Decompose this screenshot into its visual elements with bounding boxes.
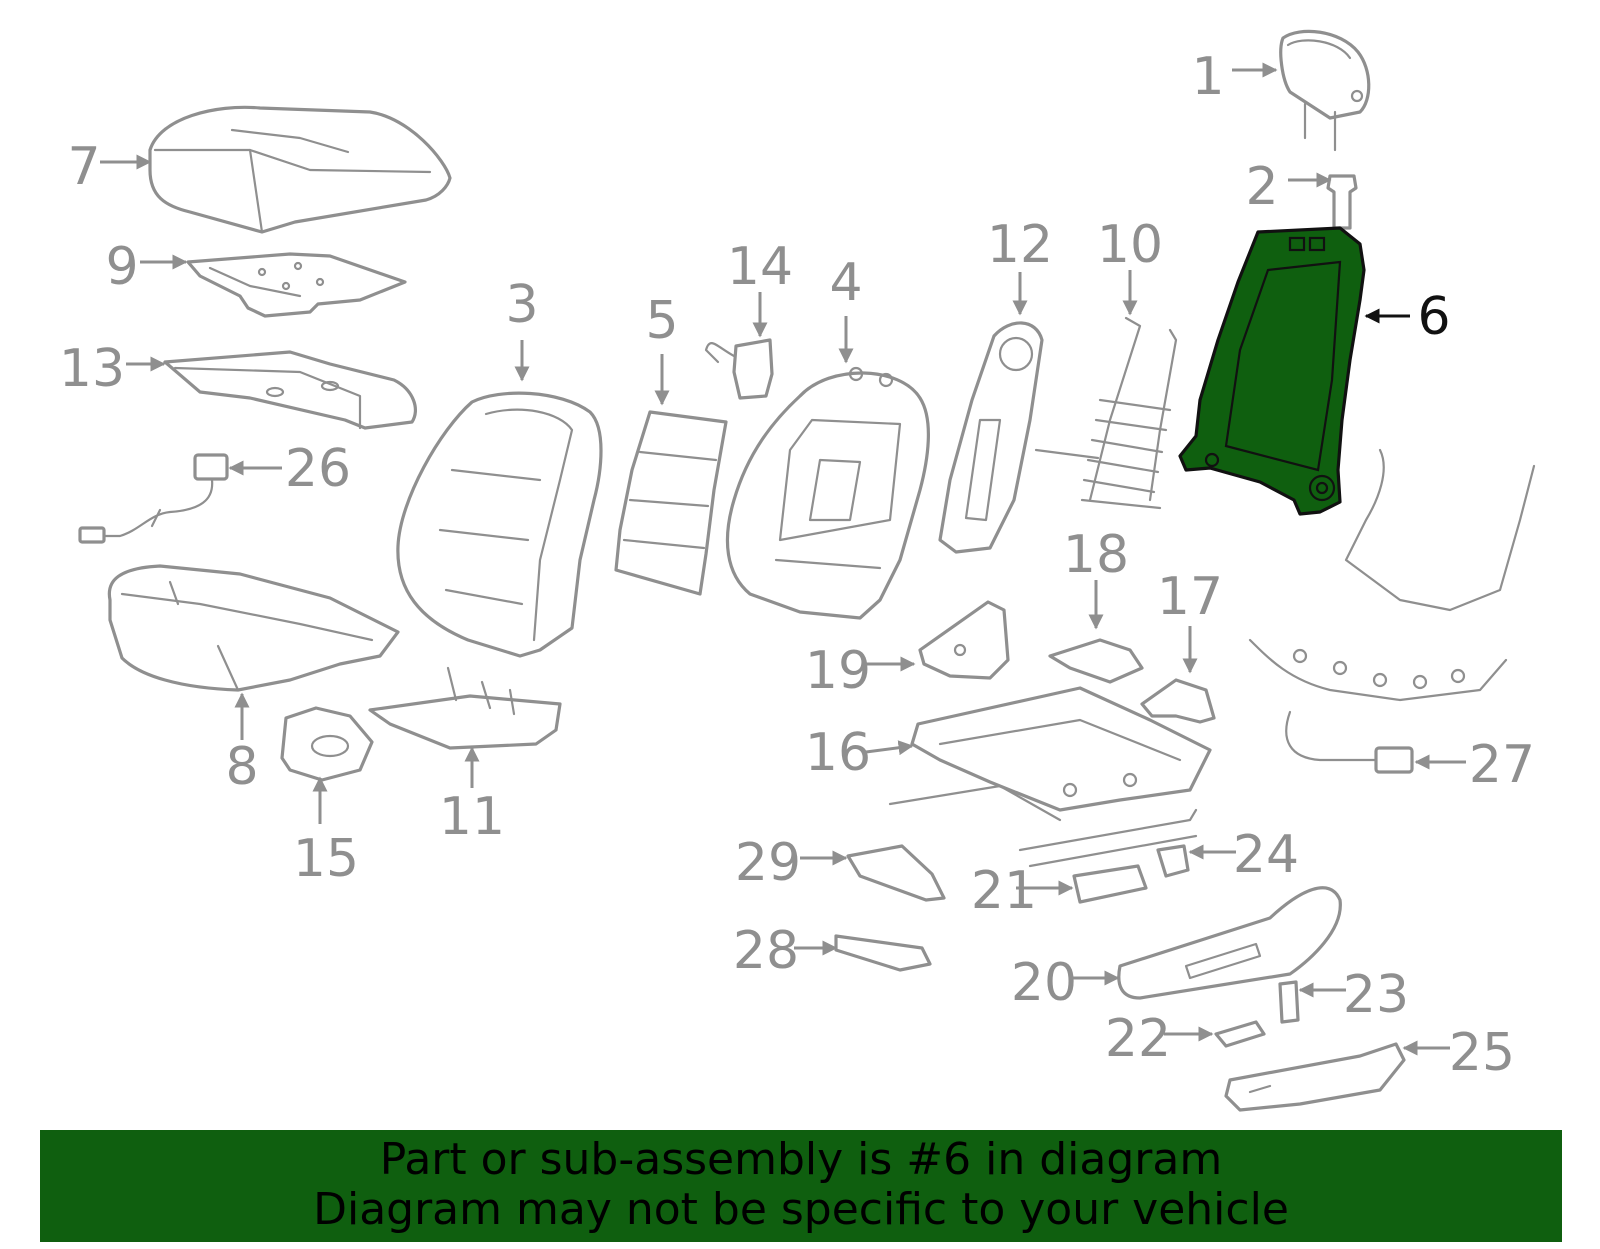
part-6-seatback-frame[interactable]: [1178, 226, 1366, 516]
callout-26[interactable]: 26: [285, 439, 351, 499]
part-24-knob[interactable]: [1156, 844, 1190, 878]
callout-16[interactable]: 16: [805, 723, 871, 783]
callout-27[interactable]: 27: [1469, 735, 1535, 795]
part-15-motor[interactable]: [280, 706, 374, 782]
callout-10[interactable]: 10: [1097, 215, 1163, 275]
part-13-cushion-frame[interactable]: [163, 350, 417, 430]
part-29-switch[interactable]: [846, 844, 946, 902]
callout-3[interactable]: 3: [505, 275, 538, 335]
part-5-heater-mat[interactable]: [614, 410, 728, 596]
callout-23[interactable]: 23: [1343, 965, 1409, 1025]
part-25-lower-shield[interactable]: [1224, 1042, 1406, 1112]
callout-18[interactable]: 18: [1063, 525, 1129, 585]
callout-9[interactable]: 9: [105, 237, 138, 297]
callout-6[interactable]: 6: [1417, 287, 1450, 347]
part-23-knob[interactable]: [1278, 980, 1300, 1024]
callout-4[interactable]: 4: [829, 253, 862, 313]
part-18-bracket[interactable]: [1048, 638, 1144, 684]
callout-17[interactable]: 17: [1157, 567, 1223, 627]
callout-28[interactable]: 28: [733, 921, 799, 981]
part-11-mounting-plate[interactable]: [368, 666, 562, 750]
callout-labels: 1 2 3 4 5 6 7 8 9 10 11 12 13 14 15 16 1…: [59, 47, 1535, 1083]
part-8-cushion-cover[interactable]: [107, 564, 400, 692]
part-20-side-shield[interactable]: [1117, 886, 1342, 1000]
callout-29[interactable]: 29: [735, 833, 801, 893]
callout-21[interactable]: 21: [971, 861, 1037, 921]
callout-25[interactable]: 25: [1449, 1023, 1515, 1083]
part-21-switch[interactable]: [1072, 864, 1148, 904]
callout-24[interactable]: 24: [1233, 825, 1299, 885]
callout-8[interactable]: 8: [225, 737, 258, 797]
part-16-seat-adjuster[interactable]: [888, 686, 1212, 868]
part-2-guide-pin[interactable]: [1326, 174, 1358, 230]
part-22-knob[interactable]: [1214, 1020, 1266, 1048]
callout-19[interactable]: 19: [805, 641, 871, 701]
part-28-switch-bezel[interactable]: [834, 934, 932, 972]
callout-12[interactable]: 12: [987, 215, 1053, 275]
part-7-cushion-pad[interactable]: [148, 105, 452, 234]
part-9-cushion-plate[interactable]: [186, 252, 407, 318]
banner-disclaimer-line: Diagram may not be specific to your vehi…: [313, 1184, 1289, 1235]
callout-22[interactable]: 22: [1105, 1009, 1171, 1069]
leader-lines: [100, 62, 1466, 1056]
banner-part-line: Part or sub-assembly is #6 in diagram: [379, 1134, 1223, 1185]
part-3-seatback-cover[interactable]: [396, 391, 603, 658]
callout-5[interactable]: 5: [645, 291, 678, 351]
callout-7[interactable]: 7: [67, 137, 100, 197]
info-banner: Part or sub-assembly is #6 in diagram Di…: [40, 1130, 1562, 1242]
callout-2[interactable]: 2: [1245, 157, 1278, 217]
part-27-seatback-harness[interactable]: [1248, 448, 1536, 774]
part-26-wiring-harness[interactable]: [78, 453, 229, 544]
part-4-seatback-pad[interactable]: [725, 366, 930, 620]
callout-15[interactable]: 15: [293, 829, 359, 889]
frame-shape: [1178, 226, 1366, 516]
callout-13[interactable]: 13: [59, 339, 125, 399]
callout-14[interactable]: 14: [727, 237, 793, 297]
part-14-sensor[interactable]: [704, 338, 774, 400]
callout-1[interactable]: 1: [1191, 47, 1224, 107]
part-17-bracket[interactable]: [1140, 678, 1216, 724]
part-12-back-panel[interactable]: [938, 321, 1044, 554]
part-10-lumbar-support[interactable]: [1034, 316, 1178, 510]
part-19-bracket[interactable]: [918, 600, 1010, 680]
part-1-headrest[interactable]: [1279, 29, 1371, 152]
callout-11[interactable]: 11: [439, 787, 505, 847]
callout-20[interactable]: 20: [1011, 953, 1077, 1013]
